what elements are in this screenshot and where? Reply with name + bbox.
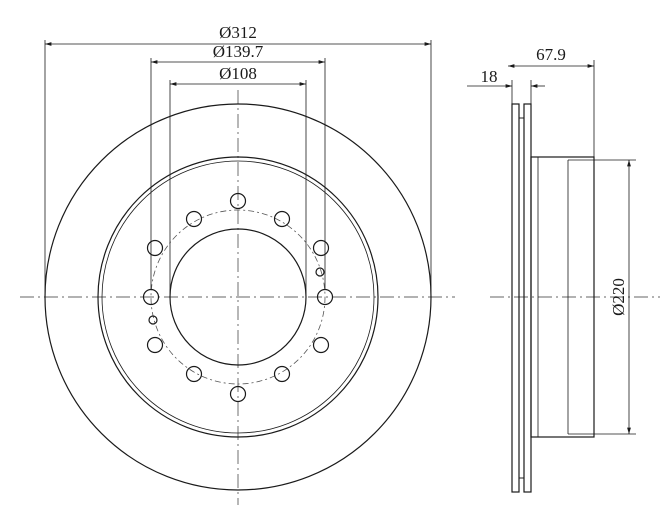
bolt-hole — [229, 385, 247, 403]
bolt-holes — [142, 192, 334, 403]
small-hole — [148, 315, 158, 325]
centre-bore-dimension: Ø108 — [169, 64, 307, 297]
bolt-hole — [185, 365, 203, 383]
front-view: Ø312 Ø139.7 Ø108 — [20, 23, 455, 505]
bolt-hole — [312, 336, 330, 354]
hat-diameter-dimension: Ø220 — [594, 159, 636, 435]
friction-plate-outer — [511, 103, 520, 493]
vane-gap — [518, 117, 525, 479]
bolt-hole — [273, 365, 291, 383]
overall-height-dimension: 67.9 — [508, 45, 595, 157]
outer-diameter-label: Ø312 — [219, 23, 257, 42]
bolt-circle-label: Ø139.7 — [213, 42, 264, 61]
thickness-label: 18 — [481, 67, 498, 86]
hat-outer-edge — [101, 160, 375, 434]
outer-diameter-dimension: Ø312 — [44, 23, 432, 297]
bolt-pitch-circle — [150, 209, 326, 385]
friction-ring-inner-edge — [97, 156, 379, 438]
bolt-hole — [273, 210, 291, 228]
friction-plate-inner — [523, 103, 532, 493]
bolt-hole — [312, 239, 330, 257]
bolt-hole — [146, 336, 164, 354]
bolt-hole — [146, 239, 164, 257]
centre-bore-label: Ø108 — [219, 64, 257, 83]
side-view: 18 67.9 Ø220 — [467, 45, 660, 493]
hat-diameter-label: Ø220 — [609, 278, 628, 316]
bolt-circle-dimension: Ø139.7 — [150, 42, 326, 290]
small-hole — [315, 267, 325, 277]
bolt-hole — [229, 192, 247, 210]
thickness-dimension: 18 — [467, 67, 545, 104]
hat-body — [530, 156, 595, 438]
bolt-hole — [185, 210, 203, 228]
overall-height-label: 67.9 — [536, 45, 566, 64]
